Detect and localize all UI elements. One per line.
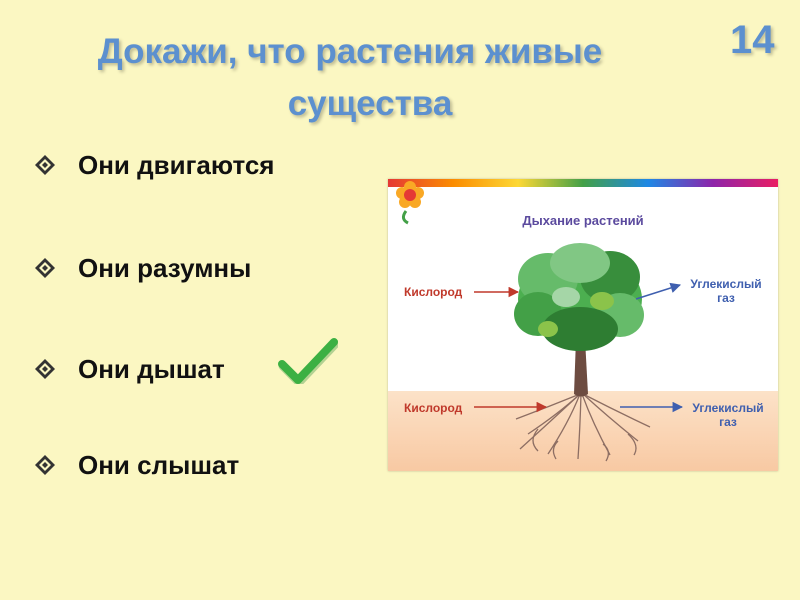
- slide-number: 14: [730, 18, 775, 62]
- co2-bottom-label: Углекислый газ: [686, 401, 770, 429]
- plant-respiration-figure: Дыхание растений Кислород Углекислый газ…: [388, 179, 778, 471]
- figure-title: Дыхание растений: [522, 213, 644, 228]
- answer-label: Они двигаются: [78, 149, 275, 180]
- answer-label: Они разумны: [78, 252, 252, 283]
- rainbow-stripe: [388, 179, 778, 187]
- answer-item-breathe[interactable]: Они дышат: [34, 349, 225, 389]
- tree-illustration: [396, 181, 684, 462]
- oxygen-bottom-label: Кислород: [404, 401, 463, 415]
- slide-title: Докажи, что растения живые существа: [0, 26, 700, 130]
- diamond-bullet-icon: [35, 258, 55, 278]
- diamond-bullet-icon: [35, 455, 55, 475]
- co2-top-arrow: [635, 282, 682, 300]
- answer-label: Они дышат: [78, 353, 225, 384]
- tree-trunk: [574, 339, 588, 397]
- flower-icon: [396, 181, 424, 225]
- diamond-bullet-icon: [35, 359, 55, 379]
- slide-title-line-2: существа: [287, 84, 453, 123]
- answer-label: Они слышат: [78, 449, 240, 480]
- diamond-bullet-icon: [35, 155, 55, 175]
- checkmark-icon: [278, 338, 338, 384]
- answer-item-moves[interactable]: Они двигаются: [34, 145, 274, 185]
- slide-title-line-1: Докажи, что растения живые: [97, 32, 603, 71]
- answer-item-intelligent[interactable]: Они разумны: [34, 248, 251, 288]
- co2-bottom-line-2: газ: [719, 415, 737, 429]
- tree-crown: [514, 243, 644, 351]
- co2-bottom-line-1: Углекислый: [692, 401, 764, 415]
- oxygen-top-label: Кислород: [404, 285, 463, 299]
- tree-roots: [515, 393, 651, 462]
- co2-top-label: Углекислый газ: [684, 277, 768, 305]
- co2-top-line-2: газ: [717, 291, 735, 305]
- answer-item-hear[interactable]: Они слышат: [34, 445, 239, 485]
- co2-top-line-1: Углекислый: [690, 277, 762, 291]
